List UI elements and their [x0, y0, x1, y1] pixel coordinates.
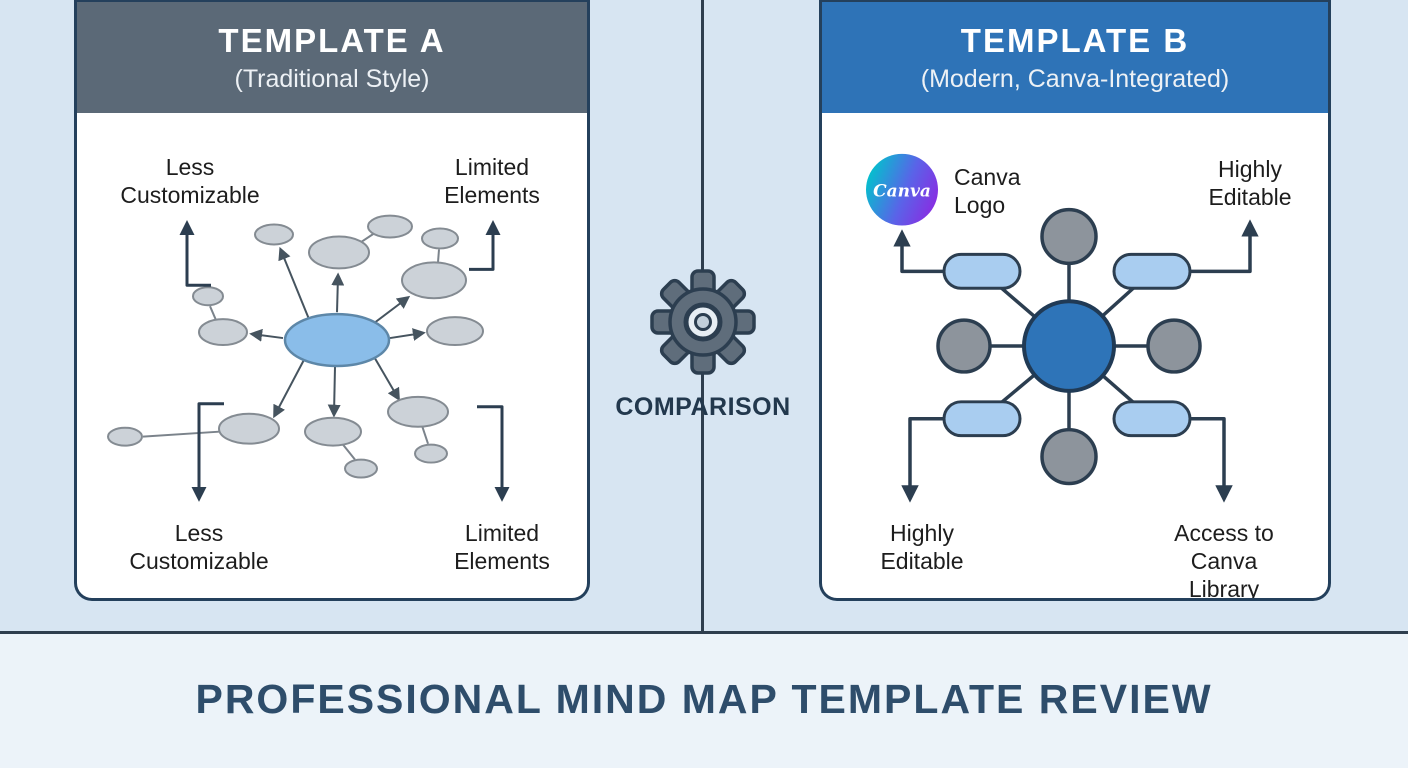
label-highly-editable-top: Highly Editable	[1208, 156, 1292, 211]
template-b-body: Canva Canva Logo Highly Editable Highly …	[822, 113, 1328, 598]
template-a-header: TEMPLATE A (Traditional Style)	[77, 2, 587, 113]
branch-circle-nodes	[936, 207, 1202, 486]
branch-connector-lines	[142, 232, 440, 461]
template-b-title: TEMPLATE B	[960, 21, 1190, 59]
callout-arrows	[893, 219, 1259, 503]
canva-logo-text: Canva	[873, 181, 931, 201]
template-b-subtitle: (Modern, Canva-Integrated)	[920, 64, 1230, 93]
radial-arrows	[249, 246, 426, 419]
topic-nodes	[107, 214, 484, 479]
callout-arrows	[179, 220, 510, 502]
branch-pill-nodes	[942, 252, 1192, 438]
label-limited-elements-bottom: Limited Elements	[454, 520, 550, 575]
template-a-body: Less Customizable Limited Elements Less …	[77, 113, 587, 598]
footer-background	[0, 634, 1408, 768]
gear-icon	[650, 269, 756, 375]
label-highly-editable-bottom: Highly Editable	[880, 520, 964, 575]
template-a-title: TEMPLATE A	[218, 21, 446, 59]
page-title: PROFESSIONAL MIND MAP TEMPLATE REVIEW	[195, 676, 1213, 722]
label-less-customizable-top: Less Customizable	[120, 154, 260, 209]
template-b-header: TEMPLATE B (Modern, Canva-Integrated)	[822, 2, 1328, 113]
label-less-customizable-bottom: Less Customizable	[129, 520, 269, 575]
horizontal-divider	[0, 631, 1408, 634]
traditional-mindmap-graphic	[107, 214, 510, 502]
label-canva-logo: Canva Logo	[954, 164, 1021, 219]
canva-logo: Canva	[866, 153, 938, 226]
center-topic-node	[283, 312, 391, 368]
template-a-subtitle: (Traditional Style)	[234, 64, 430, 93]
template-b-card: TEMPLATE B (Modern, Canva-Integrated)	[819, 0, 1331, 601]
label-access-canva-library: Access to Canva Library	[1174, 520, 1274, 601]
comparison-label: COMPARISON	[615, 393, 791, 421]
label-limited-elements-top: Limited Elements	[444, 154, 540, 209]
center-topic-node	[1022, 299, 1116, 393]
modern-mindmap-graphic: Canva	[866, 153, 1259, 503]
comparison-column: COMPARISON	[603, 266, 803, 422]
template-a-card: TEMPLATE A (Traditional Style)	[74, 0, 590, 601]
